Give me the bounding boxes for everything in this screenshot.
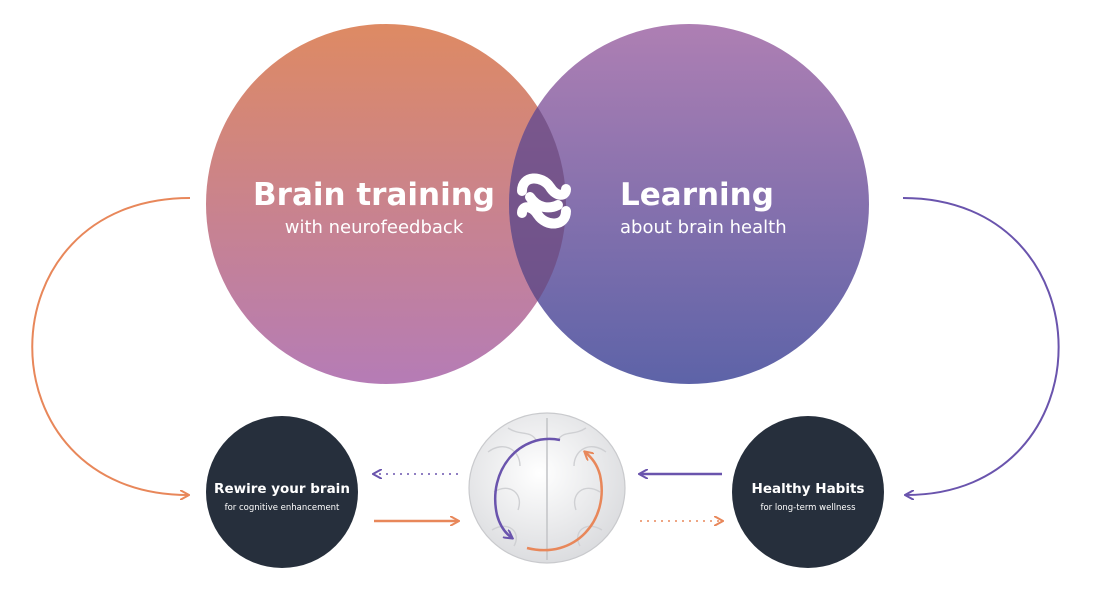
right-node: [732, 416, 884, 568]
brain-cycle-arrow-orange: [526, 452, 603, 552]
right-node-title: Healthy Habits: [752, 481, 865, 497]
brain-cycle-arrow-purple: [494, 437, 561, 538]
left-circle-subtitle: with neurofeedback: [285, 217, 464, 238]
left-circle-title: Brain training: [253, 177, 495, 213]
right-node-subtitle: for long-term wellness: [760, 503, 856, 513]
neuro-wave-logo-icon: [517, 173, 571, 229]
right-circle: [509, 24, 869, 384]
left-circle: [206, 24, 566, 384]
left-loop-arrow: [31, 197, 190, 495]
left-node-subtitle: for cognitive enhancement: [225, 503, 340, 513]
right-circle-title: Learning: [620, 177, 774, 213]
left-node: [206, 416, 358, 568]
left-node-title: Rewire your brain: [214, 481, 350, 497]
right-circle-subtitle: about brain health: [620, 217, 787, 238]
right-loop-arrow: [902, 197, 1060, 495]
